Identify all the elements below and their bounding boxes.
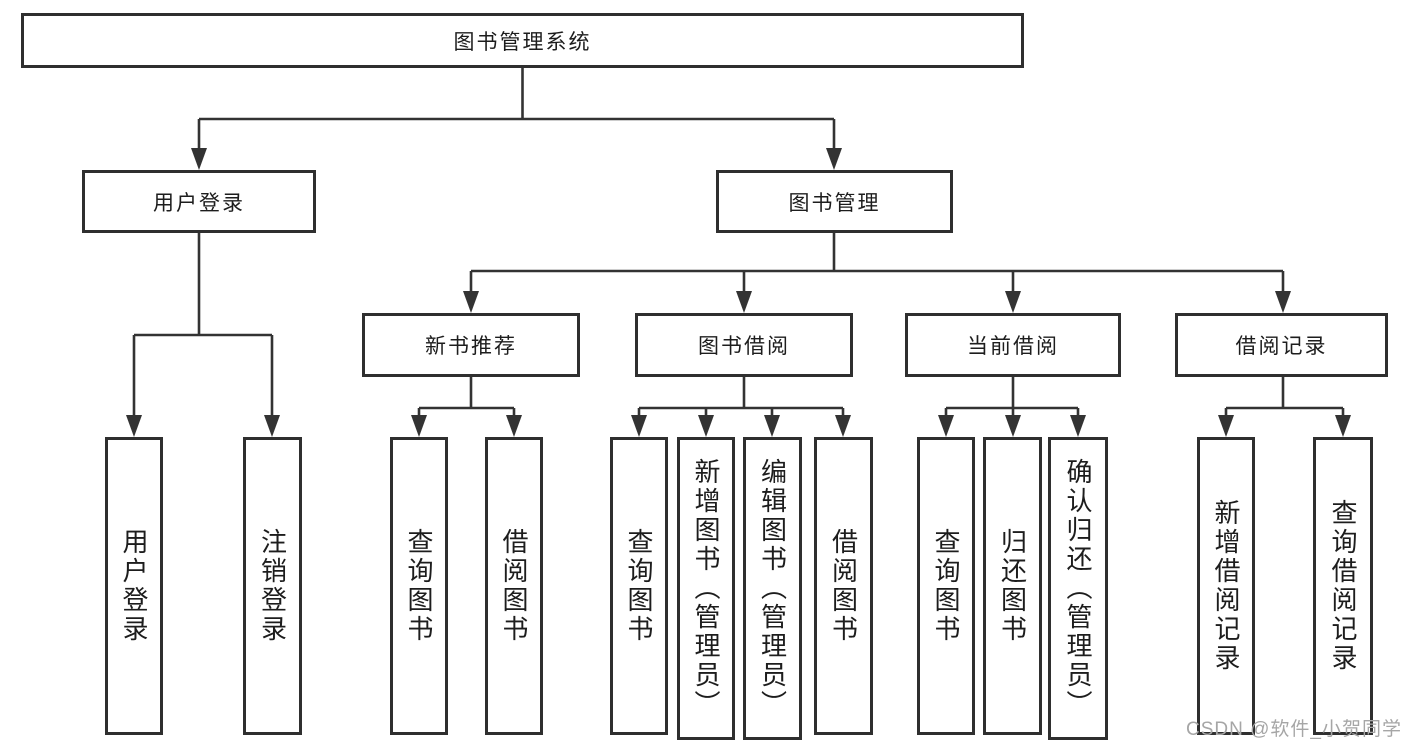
leaf-current-query-books-label: 查询图书 bbox=[931, 528, 961, 644]
leaf-return-books-label: 归还图书 bbox=[997, 528, 1028, 644]
node-borrow-records-label: 借阅记录 bbox=[1235, 335, 1328, 358]
node-borrow-records: 借阅记录 bbox=[1175, 313, 1388, 377]
node-new-book-recommend-label: 新书推荐 bbox=[425, 335, 517, 358]
leaf-borrowing-borrow-books: 借阅图书 bbox=[814, 437, 873, 735]
leaf-recommend-borrow-books-label: 借阅图书 bbox=[499, 528, 529, 644]
leaf-recommend-query-books-label: 查询图书 bbox=[404, 528, 434, 644]
leaf-confirm-return-admin-label: 确认归还（管理员） bbox=[1063, 458, 1093, 719]
node-book-management-label: 图书管理 bbox=[788, 191, 881, 215]
leaf-add-borrow-record: 新增借阅记录 bbox=[1197, 437, 1255, 735]
csdn-watermark: CSDN @软件_小贺同学 bbox=[1186, 719, 1402, 740]
node-user-login: 用户登录 bbox=[82, 170, 316, 233]
leaf-query-borrow-record-label: 查询借阅记录 bbox=[1328, 499, 1358, 673]
leaf-current-query-books: 查询图书 bbox=[917, 437, 975, 735]
leaf-add-books-admin-label: 新增图书（管理员） bbox=[691, 458, 721, 719]
node-book-borrowing-label: 图书借阅 bbox=[698, 335, 790, 358]
arrowhead-icons bbox=[126, 148, 1351, 437]
leaf-add-borrow-record-label: 新增借阅记录 bbox=[1211, 499, 1241, 673]
node-root-system: 图书管理系统 bbox=[21, 13, 1024, 68]
leaf-edit-books-admin-label: 编辑图书（管理员） bbox=[757, 458, 788, 719]
leaf-return-books: 归还图书 bbox=[983, 437, 1042, 735]
leaf-logout: 注销登录 bbox=[243, 437, 302, 735]
leaf-recommend-borrow-books: 借阅图书 bbox=[485, 437, 543, 735]
leaf-user-login: 用户登录 bbox=[105, 437, 163, 735]
leaf-recommend-query-books: 查询图书 bbox=[390, 437, 448, 735]
leaf-borrowing-borrow-books-label: 借阅图书 bbox=[828, 528, 859, 644]
leaf-edit-books-admin: 编辑图书（管理员） bbox=[743, 437, 802, 740]
node-book-management: 图书管理 bbox=[716, 170, 953, 233]
leaf-borrowing-query-books: 查询图书 bbox=[610, 437, 668, 735]
node-new-book-recommend: 新书推荐 bbox=[362, 313, 580, 377]
leaf-query-borrow-record: 查询借阅记录 bbox=[1313, 437, 1373, 735]
leaf-borrowing-query-books-label: 查询图书 bbox=[624, 528, 654, 644]
node-current-borrowing-label: 当前借阅 bbox=[967, 335, 1059, 358]
node-user-login-label: 用户登录 bbox=[153, 191, 245, 215]
node-current-borrowing: 当前借阅 bbox=[905, 313, 1121, 377]
node-root-label: 图书管理系统 bbox=[453, 30, 592, 54]
leaf-user-login-label: 用户登录 bbox=[119, 528, 149, 644]
leaf-confirm-return-admin: 确认归还（管理员） bbox=[1048, 437, 1108, 740]
node-book-borrowing: 图书借阅 bbox=[635, 313, 853, 377]
leaf-add-books-admin: 新增图书（管理员） bbox=[677, 437, 735, 740]
leaf-logout-label: 注销登录 bbox=[257, 528, 288, 644]
